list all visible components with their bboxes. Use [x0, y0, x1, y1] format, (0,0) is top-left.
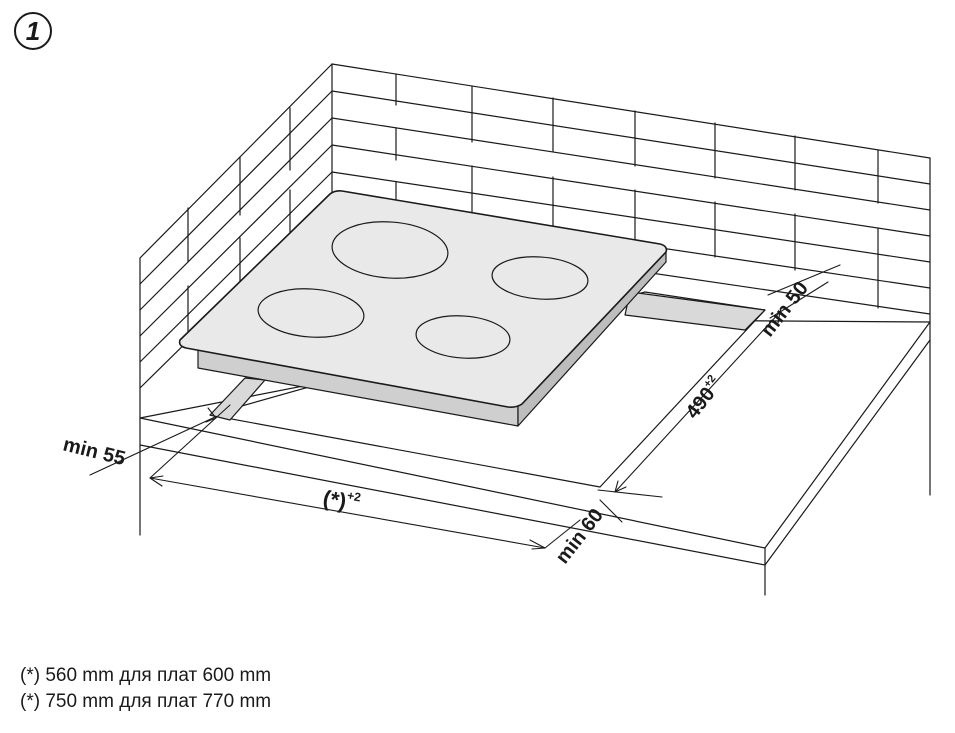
footnotes: (*) 560 mm для плат 600 mm (*) 750 mm дл… — [20, 663, 271, 715]
dimension-lines — [89, 264, 841, 550]
hob-glass-top — [178, 190, 668, 408]
hob-installation-diagram: min 55 min 50 min 60 490+2 (*)+2 — [61, 63, 931, 596]
cooking-zone-back-right — [491, 256, 589, 300]
cooking-zone-front-left — [257, 288, 365, 338]
cooking-zone-back-left — [331, 221, 449, 279]
step-number-badge: 1 — [14, 12, 52, 50]
label-width: (*)+2 — [321, 484, 362, 516]
label-min-50: min 50 — [757, 278, 813, 341]
depth-dimension-line — [614, 311, 781, 493]
label-min-55: min 55 — [61, 434, 128, 471]
step-number: 1 — [25, 16, 41, 46]
width-dimension-line — [149, 477, 546, 549]
min-60-dimension-line — [599, 499, 623, 523]
footnote-1: (*) 560 mm для плат 600 mm — [20, 665, 272, 686]
min-55-dimension-line — [89, 416, 216, 476]
cooking-zones — [257, 221, 589, 359]
cooking-zone-front-right — [415, 315, 511, 359]
min-50-dimension-line — [779, 281, 829, 313]
hob-body — [178, 190, 668, 427]
footnote-2: (*) 750 mm для плат 770 mm — [20, 691, 272, 712]
